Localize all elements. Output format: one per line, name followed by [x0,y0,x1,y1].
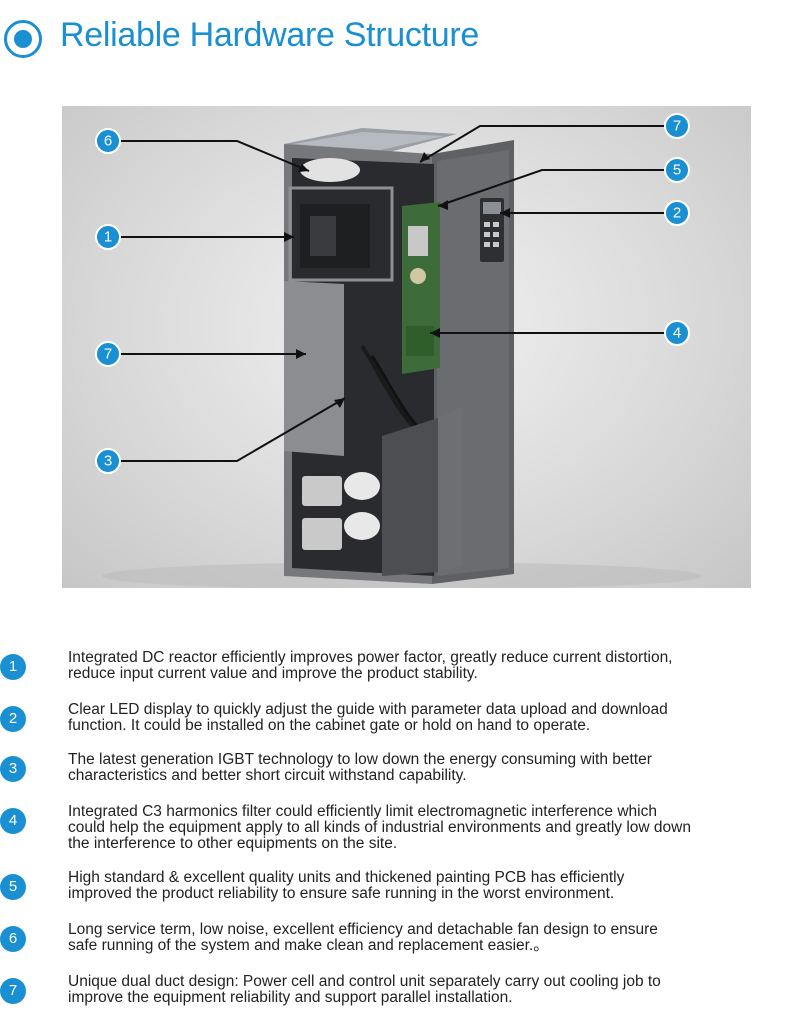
feature-description: Long service term, low noise, excellent … [68,921,658,954]
callout-label: 7 [104,346,112,363]
callout-7-right: 7 [664,113,690,139]
title-bullet-icon [4,20,42,58]
feature-number-badge: 4 [0,808,26,834]
callout-label: 3 [104,453,112,470]
callout-label: 4 [673,325,681,342]
feature-description: The latest generation IGBT technology to… [68,751,652,784]
callout-5: 5 [664,157,690,183]
callout-2: 2 [664,200,690,226]
feature-number-badge: 1 [0,654,26,680]
feature-number-badge: 3 [0,756,26,782]
callout-6-left: 6 [95,128,121,154]
callout-label: 6 [104,133,112,150]
feature-number-badge: 7 [0,978,26,1004]
callout-label: 2 [673,205,681,222]
callout-label: 5 [673,162,681,179]
callout-7-left: 7 [95,341,121,367]
feature-description: Integrated DC reactor efficiently improv… [68,649,673,682]
page-title: Reliable Hardware Structure [60,16,479,54]
inverter-illustration: 6 1 7 3 7 5 2 4 [95,113,702,588]
callout-3: 3 [95,448,121,474]
product-photo: 6 1 7 3 7 5 2 4 [62,106,751,588]
callout-label: 1 [104,229,112,246]
feature-number-badge: 5 [0,874,26,900]
feature-description: High standard & excellent quality units … [68,869,625,902]
callout-4: 4 [664,320,690,346]
feature-description: Integrated C3 harmonics filter could eff… [68,803,691,852]
feature-description: Unique dual duct design: Power cell and … [68,973,661,1006]
callout-1: 1 [95,224,121,250]
callout-label: 7 [673,118,681,135]
feature-number-badge: 2 [0,706,26,732]
feature-number-badge: 6 [0,926,26,952]
feature-description: Clear LED display to quickly adjust the … [68,701,668,734]
